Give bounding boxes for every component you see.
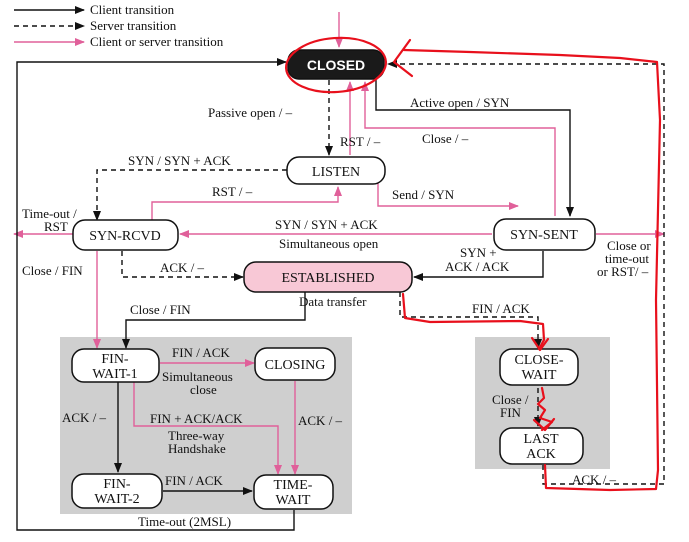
label-syn-plus-ack-2: ACK / ACK [445, 259, 510, 274]
edge-synsent-established [413, 251, 544, 281]
label-close-or-timeout-2: time-out [605, 251, 649, 266]
edge-listen-send [377, 183, 519, 210]
label-close-fin-cw-2: FIN [500, 405, 522, 420]
edge-established-closewait [399, 292, 542, 349]
label-simultaneous-close-2: close [190, 382, 217, 397]
label-timeout-rst-2: RST [44, 219, 68, 234]
red-annotation [284, 36, 662, 492]
state-closed-label: CLOSED [307, 57, 365, 73]
state-close-wait-line2: WAIT [522, 368, 557, 383]
legend-both-text: Client or server transition [90, 34, 224, 49]
red-arrowhead-lastack [532, 417, 556, 432]
label-ack-fw1: ACK / – [62, 410, 107, 425]
label-rst-listen: RST / – [340, 134, 381, 149]
edge-listen-synrcvd [93, 169, 287, 221]
state-close-wait: CLOSE- WAIT [499, 348, 579, 386]
label-timeout-rst-1: Time-out / [22, 206, 77, 221]
state-syn-sent: SYN-SENT [493, 218, 596, 251]
label-syn-synack-top: SYN / SYN + ACK [128, 153, 231, 168]
edge-labels: Passive open / – Active open / SYN RST /… [22, 95, 651, 529]
state-last-ack-line1: LAST [524, 432, 559, 447]
state-last-ack: LAST ACK [499, 427, 584, 465]
label-fin-ack-closing: FIN / ACK [172, 345, 230, 360]
state-listen: LISTEN [286, 156, 386, 185]
state-established-label: ESTABLISHED [282, 271, 375, 286]
state-close-wait-line1: CLOSE- [515, 353, 564, 368]
state-fin-wait-1: FIN- WAIT-1 [71, 348, 160, 383]
label-data-transfer: Data transfer [299, 294, 367, 309]
edge-finwait1-timewait [133, 382, 282, 475]
edge-synsent-close [361, 81, 556, 216]
edge-lastack-closed [387, 60, 665, 485]
legend-client-text: Client transition [90, 2, 175, 17]
state-time-wait: TIME- WAIT [253, 474, 334, 510]
label-ack-closing: ACK / – [298, 413, 343, 428]
state-time-wait-line2: WAIT [276, 493, 311, 508]
label-ack-last: ACK / – [572, 472, 617, 487]
label-fin-ack-fw2: FIN / ACK [165, 473, 223, 488]
label-simultaneous-close-1: Simultaneous [162, 369, 233, 384]
label-fin-ack-ack: FIN + ACK/ACK [150, 411, 243, 426]
label-close-listen: Close / – [422, 131, 469, 146]
label-syn-plus-ack-1: SYN + [460, 245, 497, 260]
legend-server-text: Server transition [90, 18, 177, 33]
label-close-fin-left: Close / FIN [22, 263, 83, 278]
state-closing: CLOSING [254, 347, 336, 381]
label-fin-ack-est: FIN / ACK [472, 301, 530, 316]
red-arrowhead-closewait [530, 336, 550, 352]
state-syn-sent-label: SYN-SENT [510, 228, 578, 243]
edge-established-finwait1 [122, 292, 306, 349]
edge-timewait-closed [16, 58, 295, 531]
label-three-way-2: Handshake [168, 441, 226, 456]
red-arrowhead-closed [392, 38, 414, 78]
state-fin-wait-1-line1: FIN- [101, 352, 129, 367]
label-passive-open: Passive open / – [208, 105, 293, 120]
state-fin-wait-1-line2: WAIT-1 [92, 367, 137, 382]
state-syn-rcvd: SYN-RCVD [72, 219, 179, 251]
legend: Client transition Server transition Clie… [14, 2, 224, 49]
label-close-fin-est: Close / FIN [130, 302, 191, 317]
label-active-open: Active open / SYN [410, 95, 510, 110]
edge-active-open [375, 80, 574, 217]
label-timeout-2msl: Time-out (2MSL) [138, 514, 231, 529]
label-send-syn: Send / SYN [392, 187, 455, 202]
edge-synrcvd-rst [151, 186, 342, 220]
label-three-way-1: Three-way [168, 428, 225, 443]
label-ack-rcvd: ACK / – [160, 260, 205, 275]
red-circle-closed [284, 36, 388, 94]
label-close-or-timeout-3: or RST/ – [597, 264, 649, 279]
state-fin-wait-2-line2: WAIT-2 [94, 492, 139, 507]
state-established: ESTABLISHED [243, 261, 413, 293]
state-closing-label: CLOSING [265, 358, 326, 373]
label-rst-rcvd: RST / – [212, 184, 253, 199]
label-close-fin-cw-1: Close / [492, 392, 529, 407]
state-listen-label: LISTEN [312, 165, 360, 180]
state-fin-wait-2-line1: FIN- [103, 477, 131, 492]
label-syn-synack-mid: SYN / SYN + ACK [275, 217, 378, 232]
label-simultaneous-open: Simultaneous open [279, 236, 379, 251]
state-fin-wait-2: FIN- WAIT-2 [71, 473, 163, 509]
label-close-or-timeout-1: Close or [607, 238, 651, 253]
state-last-ack-line2: ACK [526, 447, 556, 462]
state-syn-rcvd-label: SYN-RCVD [89, 229, 161, 244]
state-time-wait-line1: TIME- [274, 478, 313, 493]
state-closed: CLOSED [287, 49, 385, 80]
